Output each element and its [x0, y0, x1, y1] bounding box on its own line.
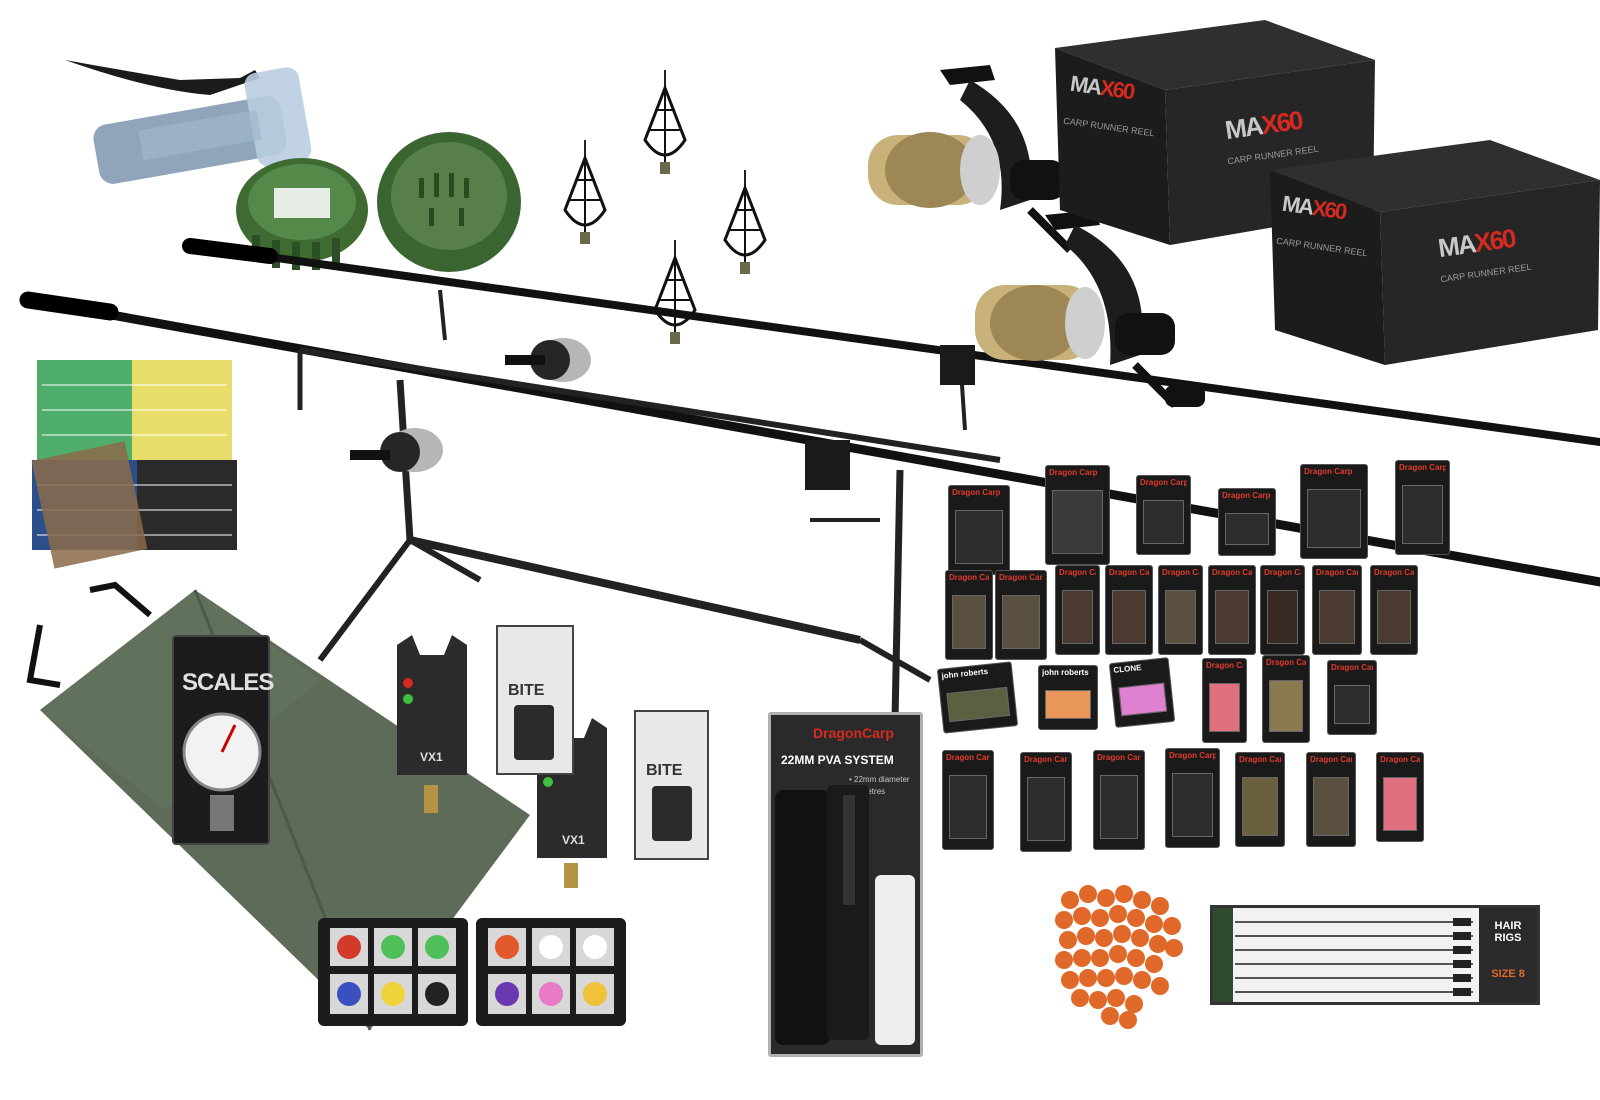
pva-spec-1: • 22mm diameter [849, 775, 910, 784]
box-brand: MA [1068, 70, 1103, 100]
box-model: X60 [1310, 194, 1347, 225]
alarm-box-label-2: BITE [646, 762, 683, 779]
tackle-pack: Dragon Carp [1235, 752, 1285, 847]
tackle-pack: Dragon Carp [948, 485, 1010, 575]
alarm-model: VX1 [420, 750, 443, 764]
box-brand: MA [1280, 190, 1315, 220]
carp-reel-icon [975, 210, 1205, 408]
rig-lines-icon [1213, 908, 1473, 1002]
small-reel-icon [350, 428, 443, 472]
tackle-packs-grid: Dragon Carp Dragon Carp Dragon Carp Drag… [936, 460, 1460, 870]
alarm-box: BITE [634, 710, 709, 860]
tackle-pack: Dragon Carp [1312, 565, 1362, 655]
pva-title: 22MM PVA SYSTEM [781, 753, 894, 767]
tackle-pack: Dragon Carp [1370, 565, 1418, 655]
tackle-pack: Dragon Carp [1105, 565, 1153, 655]
bait-box-icon [318, 918, 626, 1026]
tackle-pack: Dragon Carp [1020, 752, 1072, 852]
tackle-pack: Dragon Carp [1055, 565, 1100, 655]
box-model-side: X60 [1472, 222, 1517, 259]
tackle-pack-alt: john roberts [936, 661, 1019, 734]
tackle-pack: Dragon Carp [1136, 475, 1191, 555]
box-brand-side: MA [1223, 110, 1264, 146]
tackle-pack-alt: john roberts [1038, 665, 1098, 730]
pva-tube-icon [775, 785, 915, 1045]
tackle-pack: Dragon Carp [1208, 565, 1256, 655]
tackle-pack: Dragon Carp [942, 750, 994, 850]
hair-rigs-size: SIZE 8 [1491, 968, 1525, 980]
scales-pack: SCALES [172, 635, 274, 845]
pva-pack: DragonCarp 22MM PVA SYSTEM • 22mm diamet… [768, 712, 923, 1057]
tackle-pack: Dragon Carp [1327, 660, 1377, 735]
rig-boxes-icon [31, 360, 237, 569]
hair-rigs-pack: HAIR RIGS SIZE 8 [1210, 905, 1540, 1005]
tackle-pack: Dragon Carp [1218, 488, 1276, 556]
tackle-pack: Dragon Carp [1395, 460, 1450, 555]
small-reel-icon [505, 338, 591, 382]
tackle-pack: Dragon Carp [995, 570, 1047, 660]
tackle-pack: Dragon Carp [1300, 464, 1368, 559]
tackle-pack: Dragon Carp [1306, 752, 1356, 847]
tackle-pack: Dragon Carp [1158, 565, 1203, 655]
alarm-box: BITE [496, 625, 574, 775]
crumber-base-icon [374, 128, 524, 276]
tackle-pack: Dragon Carp [1262, 655, 1310, 743]
scales-title: SCALES [182, 669, 274, 696]
bite-alarm-icon [397, 635, 467, 813]
box-model: X60 [1098, 74, 1135, 105]
box-brand-side: MA [1436, 228, 1477, 264]
box-model-side: X60 [1259, 104, 1304, 141]
bait-gun-icon [60, 50, 320, 190]
tackle-pack: Dragon Carp [945, 570, 993, 660]
tackle-pack: Dragon Carp [1376, 752, 1424, 842]
tackle-pack: Dragon Carp [1202, 658, 1247, 743]
carp-reel-icon [868, 65, 1073, 253]
tackle-pack: Dragon Carp [1045, 465, 1110, 565]
alarm-model-2: VX1 [562, 833, 585, 847]
boilies-icon [1055, 885, 1183, 1029]
pva-brand: DragonCarp [813, 725, 894, 741]
alarm-box-label: BITE [508, 682, 545, 699]
scale-dial-icon [182, 712, 262, 831]
tackle-pack: Dragon Carp [1093, 750, 1145, 850]
tackle-pack-alt: CLONE [1108, 657, 1176, 728]
tackle-pack: Dragon Carp [1260, 565, 1305, 655]
tackle-pack: Dragon Carp [1165, 748, 1220, 848]
crumber-top-icon [232, 140, 372, 280]
hair-rigs-title: HAIR RIGS [1494, 920, 1522, 944]
reel-box: MAX60 CARP RUNNER REEL MAX60 CARP RUNNER… [1270, 140, 1600, 370]
